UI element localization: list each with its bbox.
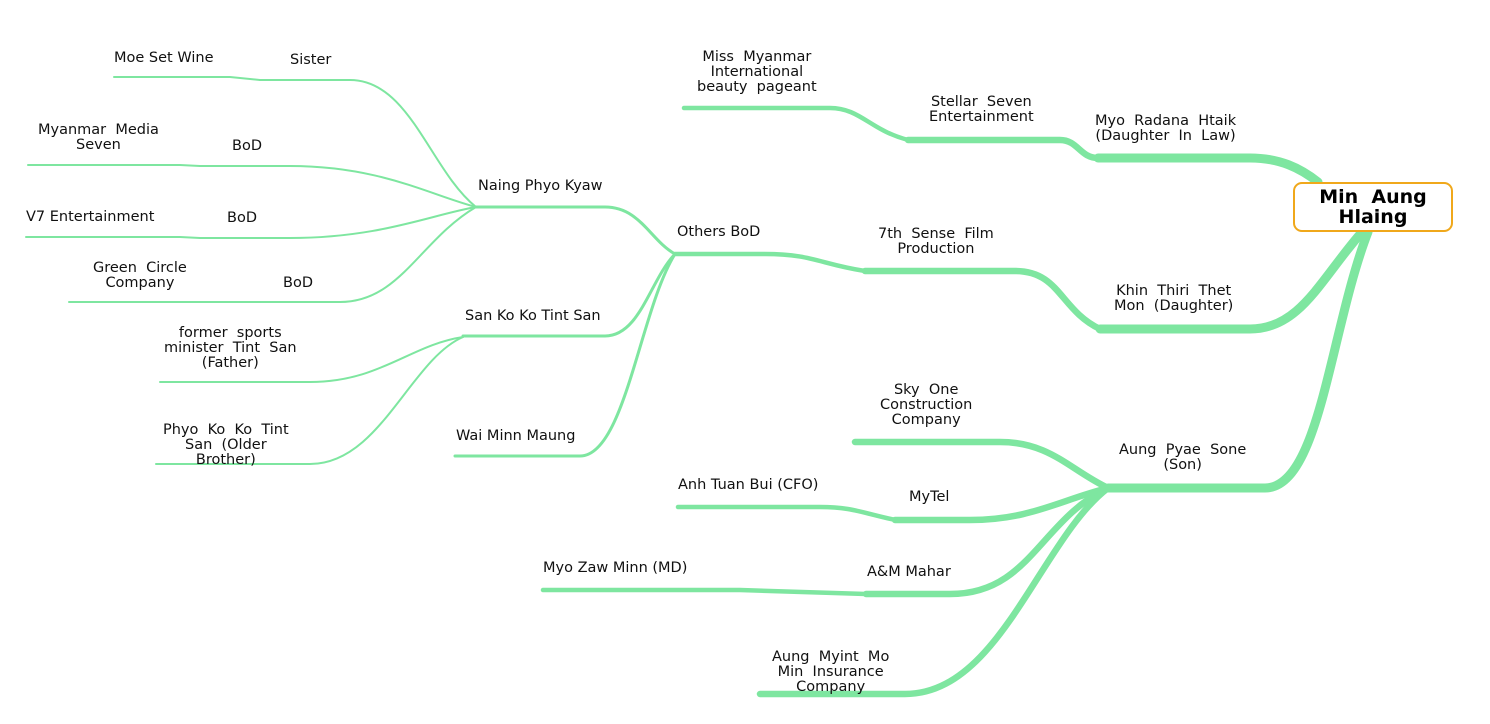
node-am-mahar[interactable]: A&M Mahar [867,564,951,580]
node-daughter[interactable]: Khin Thiri Thet Mon (Daughter) [1114,283,1234,314]
node-7th-sense[interactable]: 7th Sense Film Production [878,226,994,257]
node-daughter-in-law[interactable]: Myo Radana Htaik (Daughter In Law) [1095,113,1237,144]
edge-naing-bod2 [199,206,477,239]
node-bod-2[interactable]: BoD [227,210,257,226]
mindmap-edges [25,76,1373,698]
edge-root-daughter [1095,227,1367,334]
node-miss-myanmar[interactable]: Miss Myanmar International beauty pagean… [697,49,817,95]
node-anh-tuan-bui[interactable]: Anh Tuan Bui (CFO) [678,477,819,493]
node-v7-entertainment[interactable]: V7 Entertainment [26,209,155,225]
node-bod-3[interactable]: BoD [283,275,313,291]
node-myo-zaw-minn[interactable]: Myo Zaw Minn (MD) [543,560,688,576]
node-stellar-seven[interactable]: Stellar Seven Entertainment [929,94,1034,125]
node-green-circle[interactable]: Green Circle Company [93,260,187,291]
edge-others-naing [474,205,677,256]
edge-others-wai-minn [453,252,677,458]
node-sky-one[interactable]: Sky One Construction Company [880,382,973,428]
edge-mytel-anh-tuan [675,504,898,523]
node-wai-minn-maung[interactable]: Wai Minn Maung [456,428,576,444]
node-father[interactable]: former sports minister Tint San (Father) [164,325,297,371]
edge-naing-bod3 [259,206,477,303]
edge-sister-moe [113,76,261,81]
edge-am-mahar-myo-zaw [540,587,869,597]
node-older-brother[interactable]: Phyo Ko Ko Tint San (Older Brother) [163,422,289,468]
edge-bod2-v7 [25,236,201,239]
edge-others-san-ko-ko [461,252,677,338]
node-bod-1[interactable]: BoD [232,138,262,154]
edge-son-mytel [891,484,1112,524]
node-aung-myint-mo-min[interactable]: Aung Myint Mo Min Insurance Company [772,649,890,695]
node-son[interactable]: Aung Pyae Sone (Son) [1119,442,1247,473]
edge-son-am-mahar [862,484,1112,598]
node-myanmar-media-seven[interactable]: Myanmar Media Seven [38,122,159,153]
edge-san-brother [155,336,464,465]
node-san-ko-ko-tint-san[interactable]: San Ko Ko Tint San [465,308,601,324]
edge-root-daughter-in-law [1093,153,1323,187]
edge-daughter-in-law-stellar [904,136,1102,162]
edge-naing-bod1 [199,165,477,208]
node-mytel[interactable]: MyTel [909,489,950,505]
node-others-bod[interactable]: Others BoD [677,224,761,240]
root-label: Min Aung Hlaing [1319,186,1427,228]
node-sister[interactable]: Sister [290,52,332,68]
edge-7th-sense-others-bod [672,251,868,274]
edge-son-sky-one [851,438,1112,492]
edge-bod1-myanmar-media [27,164,201,167]
node-naing-phyo-kyaw[interactable]: Naing Phyo Kyaw [478,178,603,194]
edge-son-aung-myint [756,484,1112,698]
node-moe-set-wine[interactable]: Moe Set Wine [114,50,214,66]
edge-daughter-7th-sense [861,267,1104,333]
root-node[interactable]: Min Aung Hlaing [1293,182,1453,232]
edge-root-son [1103,227,1373,493]
edge-san-father [159,336,464,383]
edge-naing-sister [259,79,477,208]
edge-stellar-miss-myanmar [681,105,911,143]
